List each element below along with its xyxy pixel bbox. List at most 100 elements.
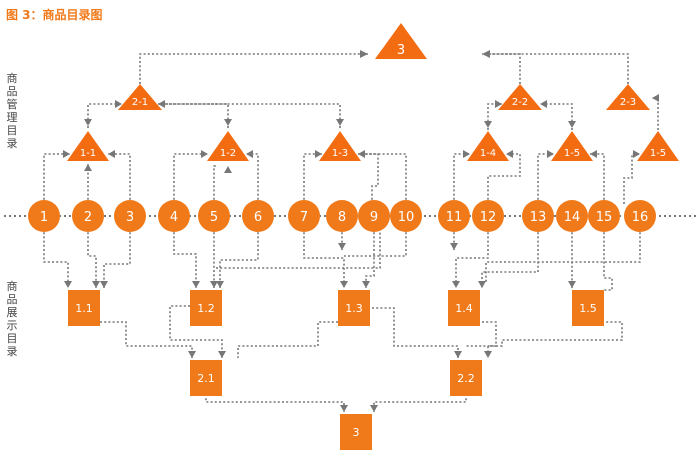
management-level1-node-label: 1-5 <box>650 148 666 159</box>
product-node-shape <box>556 200 588 232</box>
display-root-node: 3 <box>340 414 372 450</box>
display-level1-node-shape <box>190 290 222 326</box>
display-level1-node-label: 1.1 <box>75 302 93 315</box>
product-node-label: 8 <box>338 210 346 225</box>
product-node: 10 <box>390 200 422 232</box>
management-level1-node-shape <box>319 131 361 161</box>
product-node-shape <box>358 200 390 232</box>
display-level2-node: 2.1 <box>190 360 222 396</box>
display-level1-node-label: 1.4 <box>455 302 473 315</box>
display-level2-node-label: 2.2 <box>457 372 475 385</box>
management-level2-node: 2-3 <box>606 84 650 110</box>
product-node: 13 <box>522 200 554 232</box>
display-level1-node-label: 1.3 <box>345 302 363 315</box>
product-node: 5 <box>198 200 230 232</box>
diagram-title: 图 3：商品目录图 <box>6 8 103 22</box>
product-node-shape <box>242 200 274 232</box>
product-node: 1 <box>28 200 60 232</box>
management-level1-node-label: 1-1 <box>80 148 96 159</box>
display-level1-node: 1.4 <box>448 290 480 326</box>
product-node-label: 14 <box>564 210 581 225</box>
management-root-node-shape <box>375 23 427 59</box>
product-node-shape <box>390 200 422 232</box>
management-catalog-label: 商品管理目录 <box>6 72 18 150</box>
product-node-label: 1 <box>40 210 48 225</box>
product-node-shape <box>326 200 358 232</box>
product-node-shape <box>522 200 554 232</box>
product-node-label: 15 <box>596 210 613 225</box>
management-level1-node-shape <box>551 131 593 161</box>
product-node-label: 2 <box>84 210 92 225</box>
management-level1-node: 1-3 <box>319 131 361 161</box>
product-node-shape <box>472 200 504 232</box>
display-catalog-label: 商品展示目录 <box>6 280 18 358</box>
product-node-shape <box>28 200 60 232</box>
product-node-shape <box>438 200 470 232</box>
management-level1-node: 1-5 <box>637 131 679 161</box>
display-level1-node: 1.1 <box>68 290 100 326</box>
display-level2-node-shape <box>450 360 482 396</box>
display-level1-node: 1.2 <box>190 290 222 326</box>
product-node-shape <box>588 200 620 232</box>
management-level1-node-label: 1-4 <box>480 148 496 159</box>
product-node: 4 <box>158 200 190 232</box>
product-node-label: 6 <box>254 210 262 225</box>
management-level2-node-label: 2-1 <box>132 97 148 108</box>
product-node: 7 <box>288 200 320 232</box>
display-level1-node-shape <box>68 290 100 326</box>
display-level2-node: 2.2 <box>450 360 482 396</box>
product-node: 16 <box>624 200 656 232</box>
display-level2-node-shape <box>190 360 222 396</box>
product-node-shape <box>288 200 320 232</box>
management-level1-node-shape <box>67 131 109 161</box>
management-level1-node-label: 1-3 <box>332 148 348 159</box>
arrowheads <box>63 50 659 412</box>
management-level2-node-label: 2-3 <box>620 97 636 108</box>
product-node-label: 13 <box>530 210 547 225</box>
management-level1-node-shape <box>207 131 249 161</box>
management-level2-node-shape <box>498 84 542 110</box>
product-node-shape <box>158 200 190 232</box>
management-level2-node-shape <box>118 84 162 110</box>
management-level1-node-label: 1-5 <box>564 148 580 159</box>
product-node-label: 3 <box>126 210 134 225</box>
management-level1-node-shape <box>637 131 679 161</box>
management-level1-node: 1-5 <box>551 131 593 161</box>
display-level1-node-shape <box>572 290 604 326</box>
product-node-shape <box>114 200 146 232</box>
product-node-label: 4 <box>170 210 178 225</box>
product-node-label: 9 <box>370 210 378 225</box>
product-node-label: 10 <box>398 210 415 225</box>
product-node: 2 <box>72 200 104 232</box>
management-level2-node-label: 2-2 <box>512 97 528 108</box>
product-node-label: 7 <box>300 210 308 225</box>
product-node: 9 <box>358 200 390 232</box>
display-level2-node-label: 2.1 <box>197 372 215 385</box>
product-node-label: 16 <box>632 210 649 225</box>
management-level1-node-shape <box>467 131 509 161</box>
management-level2-node: 2-2 <box>498 84 542 110</box>
product-node: 12 <box>472 200 504 232</box>
connector-lines <box>4 53 696 412</box>
product-node: 14 <box>556 200 588 232</box>
product-node-label: 5 <box>210 210 218 225</box>
product-node-shape <box>624 200 656 232</box>
display-level1-node-shape <box>448 290 480 326</box>
display-root-node-label: 3 <box>353 426 360 439</box>
product-node-shape <box>72 200 104 232</box>
product-node-label: 12 <box>480 210 497 225</box>
display-root-node-shape <box>340 414 372 450</box>
product-node: 6 <box>242 200 274 232</box>
product-node: 11 <box>438 200 470 232</box>
display-level1-node: 1.3 <box>338 290 370 326</box>
management-level2-node: 2-1 <box>118 84 162 110</box>
management-level1-node: 1-2 <box>207 131 249 161</box>
product-node-shape <box>198 200 230 232</box>
display-level1-node: 1.5 <box>572 290 604 326</box>
product-node: 8 <box>326 200 358 232</box>
management-root-node-label: 3 <box>397 43 405 58</box>
management-level2-node-shape <box>606 84 650 110</box>
display-level1-node-shape <box>338 290 370 326</box>
